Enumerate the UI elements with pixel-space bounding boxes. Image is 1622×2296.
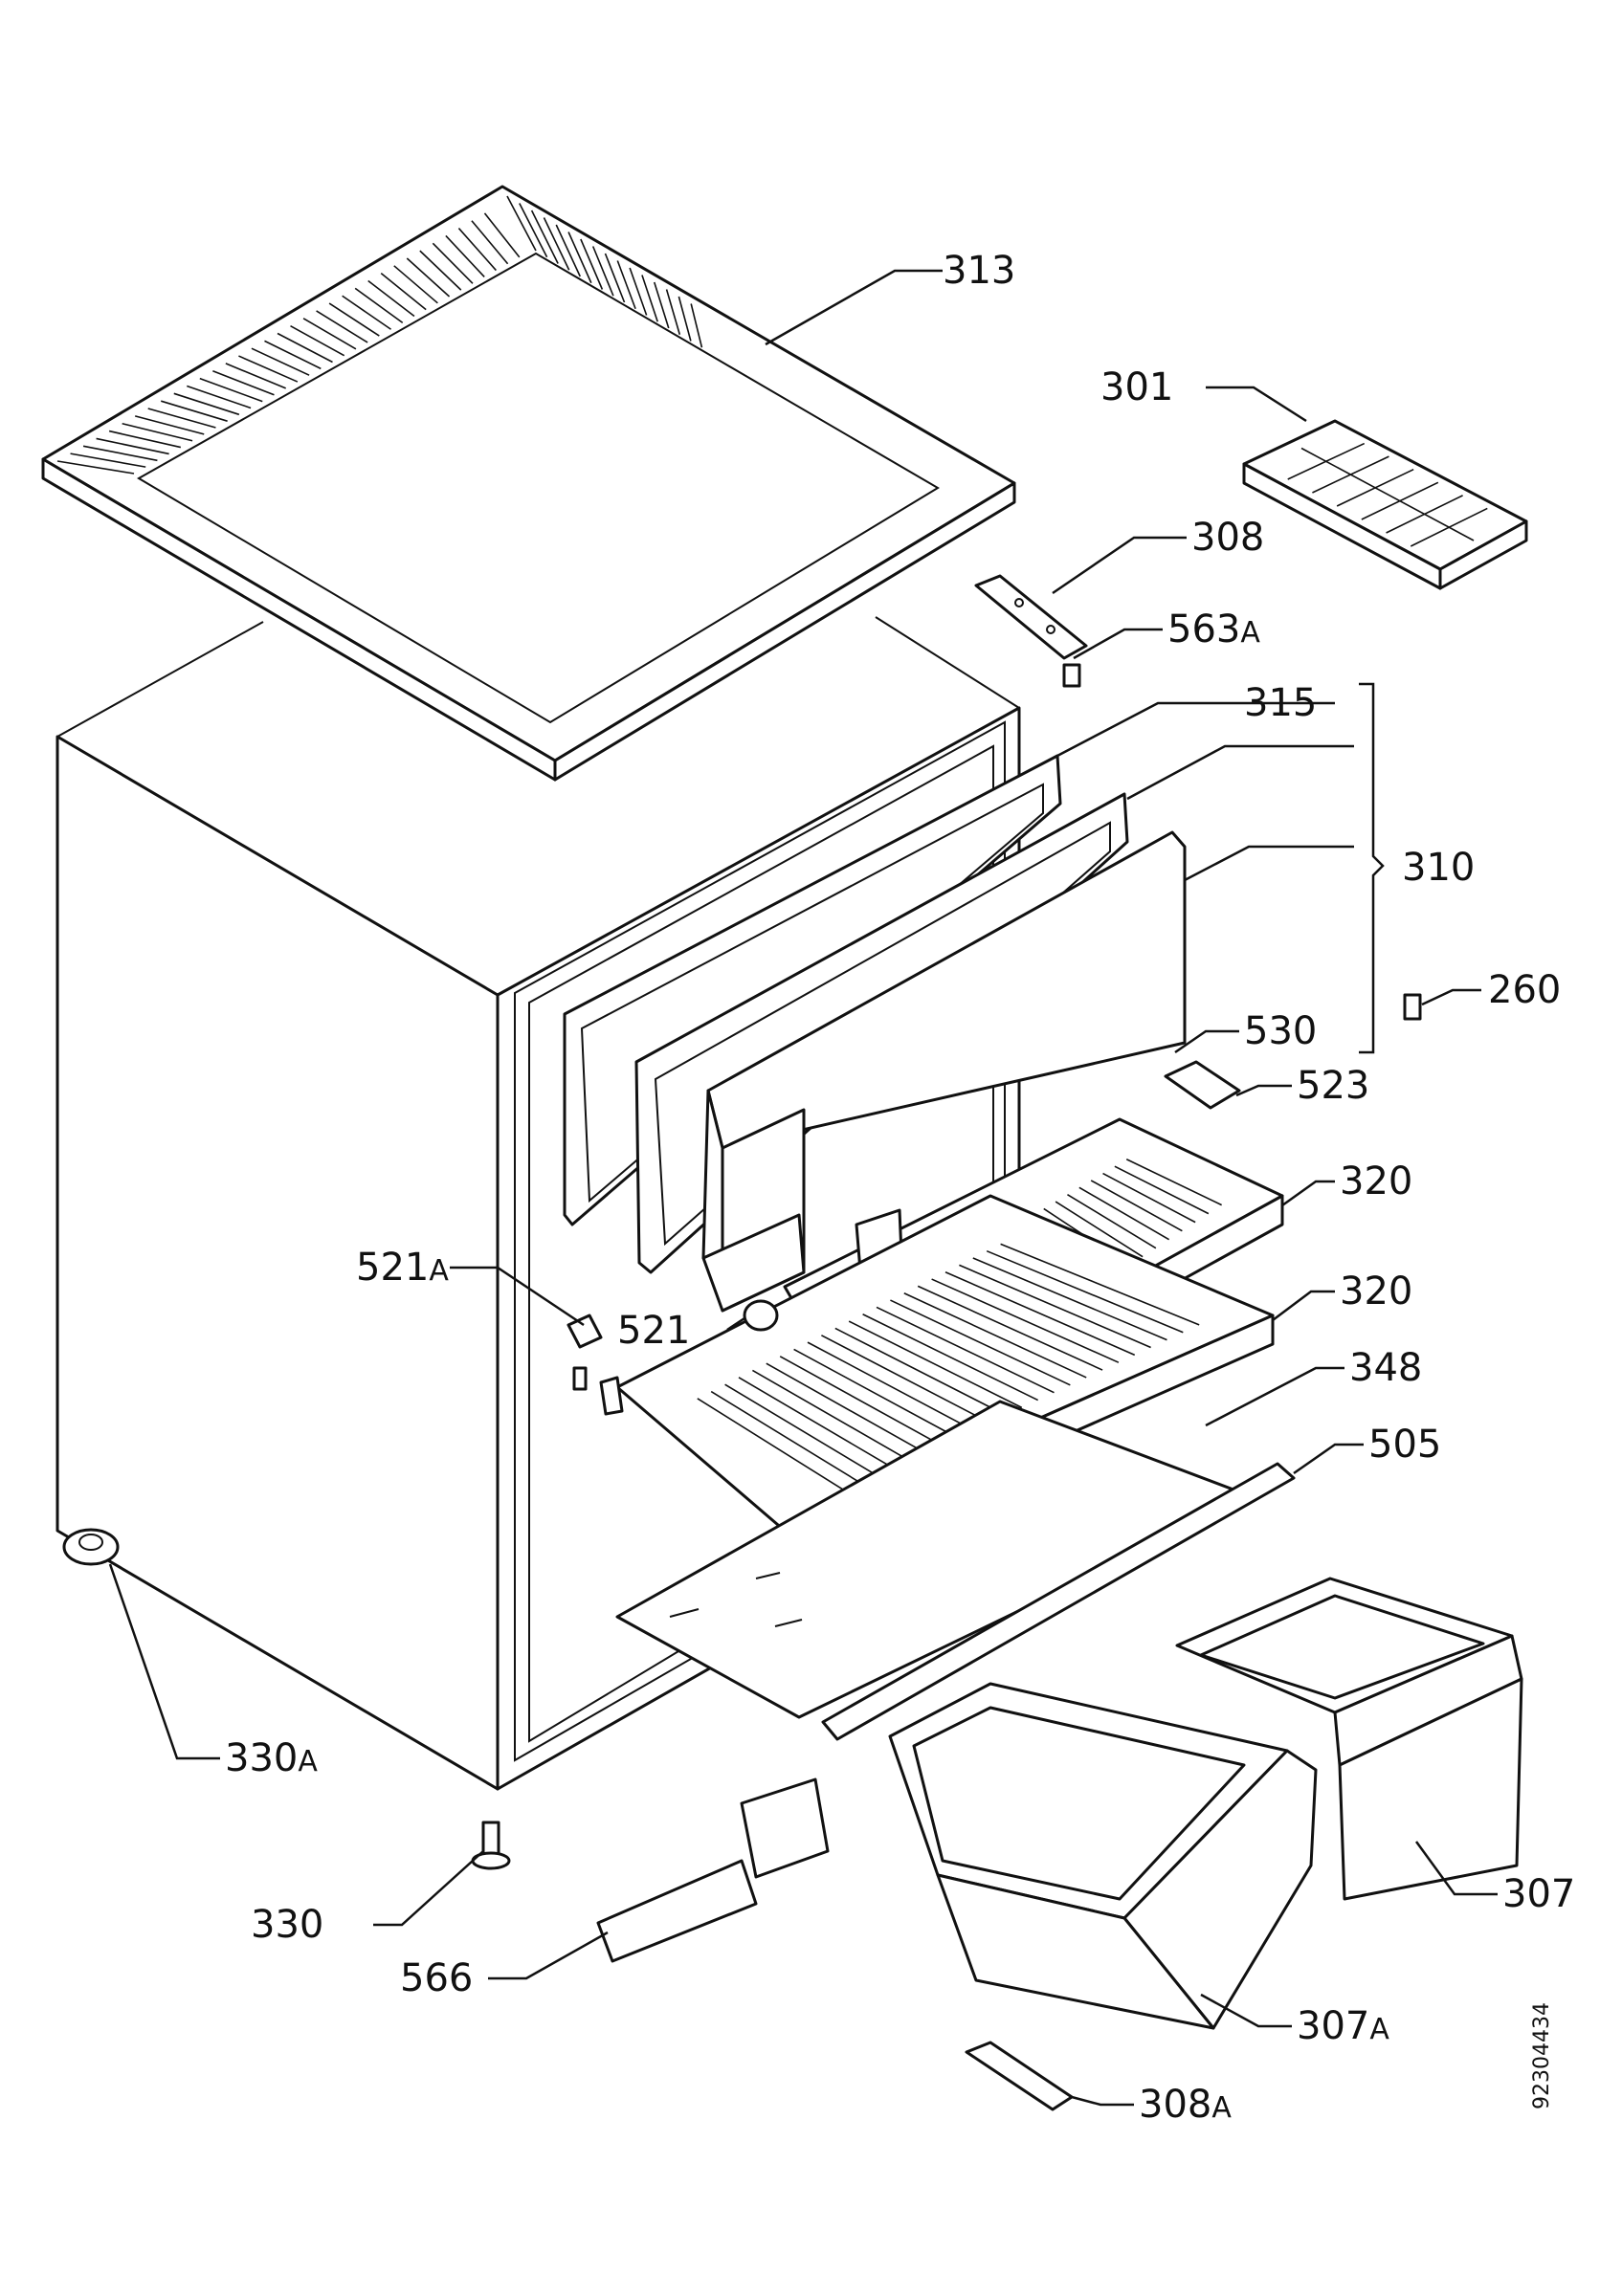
callout-260: 260 <box>1488 968 1561 1012</box>
callout-320-upper: 320 <box>1340 1159 1412 1203</box>
hinge-308 <box>974 574 1088 660</box>
callout-labels: 313 301 308 563A 315 310 260 530 523 320… <box>225 249 1575 2127</box>
crisper-drawer-307A <box>888 1682 1318 2030</box>
callout-308A: 308A <box>1139 2083 1232 2127</box>
ice-scraper-566 <box>596 1777 830 1963</box>
callout-307A: 307A <box>1297 2004 1389 2048</box>
callout-348: 348 <box>1349 1346 1422 1390</box>
foot-330A <box>62 1528 120 1566</box>
callout-521A: 521A <box>356 1246 449 1290</box>
callout-530: 530 <box>1244 1009 1317 1053</box>
bracket-310 <box>1359 682 1385 1054</box>
callout-320-lower: 320 <box>1340 1269 1412 1314</box>
callout-523: 523 <box>1297 1064 1369 1108</box>
foot-330 <box>471 1821 511 1870</box>
trim-strip <box>821 1462 1296 1741</box>
callout-310: 310 <box>1402 846 1475 890</box>
clip-260 <box>1403 993 1422 1021</box>
freezer-door <box>701 830 1187 1313</box>
callout-313: 313 <box>943 249 1015 293</box>
callout-563A: 563A <box>1167 607 1260 651</box>
callout-521: 521 <box>617 1309 690 1353</box>
callout-330A: 330A <box>225 1736 318 1780</box>
leader-lines <box>108 269 1498 2107</box>
callout-566: 566 <box>400 1956 473 2000</box>
callout-307: 307 <box>1502 1872 1575 1916</box>
top-cover <box>41 185 1016 782</box>
callout-308: 308 <box>1191 516 1264 560</box>
document-number: 92304434 <box>1530 2002 1554 2109</box>
lamp-521 <box>743 1299 779 1332</box>
callout-330: 330 <box>251 1903 323 1947</box>
callout-301: 301 <box>1100 365 1173 409</box>
hinge-308A <box>965 2041 1074 2111</box>
handle-523 <box>1164 1060 1241 1110</box>
crisper-drawer-307 <box>1175 1577 1523 1901</box>
switch-521A <box>567 1314 603 1391</box>
screw-563A <box>1062 663 1081 688</box>
ice-cube-tray <box>1242 419 1528 590</box>
callout-505: 505 <box>1368 1423 1441 1467</box>
callout-315: 315 <box>1244 681 1317 725</box>
